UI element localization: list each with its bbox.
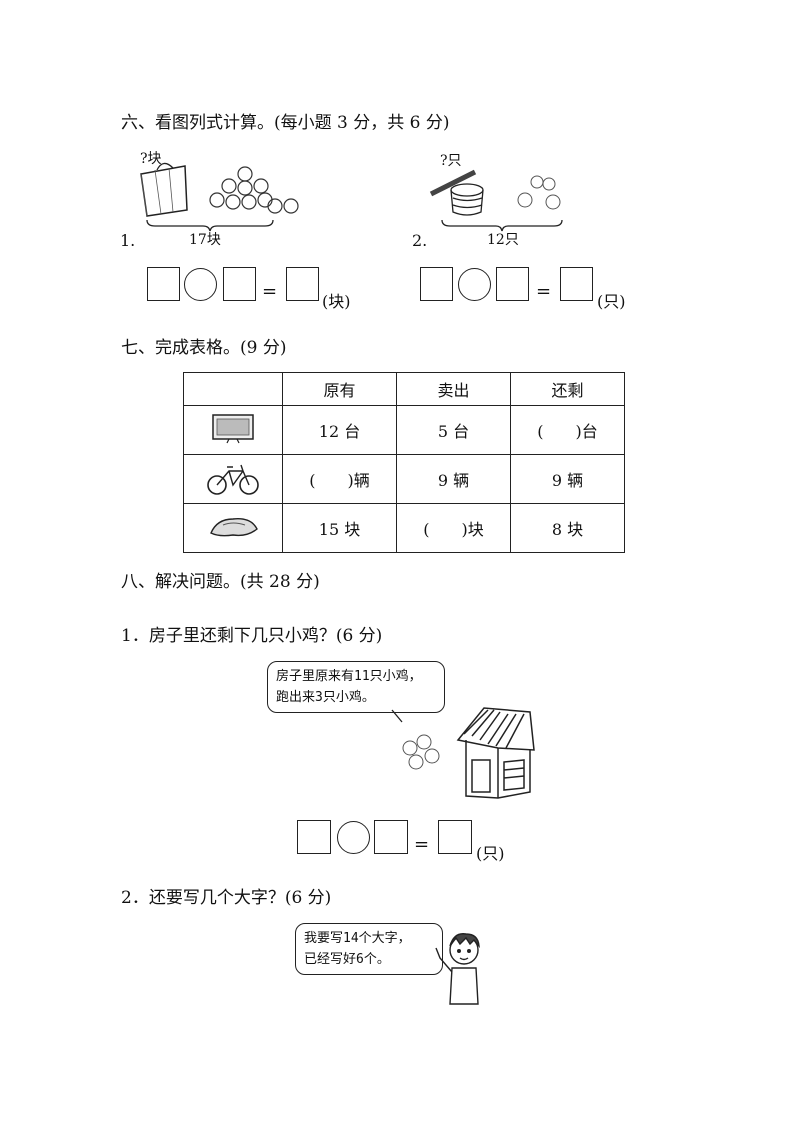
table-cell: 9 辆 bbox=[510, 454, 625, 504]
sales-table: 原有 卖出 还剩 12 台 5 台 ( )台 ( )辆 9 辆 9 辆 bbox=[183, 372, 625, 553]
house-and-chicks-illustration bbox=[391, 707, 535, 799]
q2-question-label: ?只 bbox=[440, 153, 462, 169]
q1-operator-circle[interactable] bbox=[184, 268, 217, 301]
problem-1-title: 1．房子里还剩下几只小鸡？(6 分) bbox=[121, 626, 383, 646]
q1-total-brace bbox=[146, 219, 274, 232]
q1-total-label: 17块 bbox=[189, 232, 221, 248]
q1-answer-box-1[interactable] bbox=[147, 267, 180, 301]
table-row: 15 块 ( )块 8 块 bbox=[183, 503, 625, 553]
section-6-heading: 六、看图列式计算。(每小题 3 分，共 6 分) bbox=[121, 113, 450, 133]
problem-1-result-box[interactable] bbox=[438, 820, 472, 854]
table-answer-cell[interactable]: ( )块 bbox=[396, 503, 511, 553]
q2-answer-box-1[interactable] bbox=[420, 267, 453, 301]
table-cell: 5 台 bbox=[396, 405, 511, 455]
candy-icon bbox=[209, 166, 299, 214]
q1-result-box[interactable] bbox=[286, 267, 319, 301]
table-header-cell: 卖出 bbox=[396, 372, 511, 406]
chick-icon bbox=[517, 175, 561, 210]
tv-icon bbox=[183, 405, 283, 455]
table-header-cell bbox=[183, 372, 283, 406]
q2-answer-box-2[interactable] bbox=[496, 267, 529, 301]
q2-number: 2. bbox=[412, 231, 428, 250]
table-cell: 12 台 bbox=[282, 405, 397, 455]
table-header-cell: 原有 bbox=[282, 372, 397, 406]
bubble-line: 我要写14个大字， bbox=[304, 931, 411, 946]
table-header-cell: 还剩 bbox=[510, 372, 625, 406]
bicycle-icon bbox=[183, 454, 283, 504]
bag-icon bbox=[140, 162, 188, 217]
q2-total-brace bbox=[441, 219, 563, 232]
boy-illustration bbox=[435, 933, 480, 1005]
q1-equals-sign: = bbox=[262, 281, 278, 302]
basket-and-chicks-illustration bbox=[429, 169, 561, 216]
q2-result-box[interactable] bbox=[560, 267, 593, 301]
problem-1-answer-box-2[interactable] bbox=[374, 820, 408, 854]
q2-unit: (只) bbox=[597, 292, 626, 311]
section-7-heading: 七、完成表格。(9 分) bbox=[121, 338, 287, 358]
basket-icon bbox=[429, 169, 484, 216]
q1-answer-box-2[interactable] bbox=[223, 267, 256, 301]
q2-equals-sign: = bbox=[536, 281, 552, 302]
problem-2-speech-bubble: 我要写14个大字， 已经写好6个。 bbox=[295, 923, 443, 975]
table-header-row: 原有 卖出 还剩 bbox=[183, 372, 625, 406]
table-answer-cell[interactable]: ( )台 bbox=[510, 405, 625, 455]
bubble-line: 跑出来3只小鸡。 bbox=[276, 690, 375, 705]
boy-icon bbox=[435, 933, 480, 1005]
bag-and-candies-illustration bbox=[140, 162, 299, 217]
problem-1-operator-circle[interactable] bbox=[337, 821, 370, 854]
table-cell: 8 块 bbox=[510, 503, 625, 553]
table-answer-cell[interactable]: ( )辆 bbox=[282, 454, 397, 504]
q1-number: 1. bbox=[120, 231, 136, 250]
problem-1-speech-bubble: 房子里原来有11只小鸡， 跑出来3只小鸡。 bbox=[267, 661, 445, 713]
problem-1-unit: (只) bbox=[476, 844, 505, 863]
q1-question-label: ?块 bbox=[140, 151, 162, 167]
bubble-line: 已经写好6个。 bbox=[304, 952, 390, 967]
q1-unit: (块) bbox=[322, 292, 351, 311]
problem-1-equals-sign: = bbox=[414, 834, 430, 855]
section-8-heading: 八、解决问题。(共 28 分) bbox=[121, 572, 320, 592]
problem-2-title: 2．还要写几个大字？(6 分) bbox=[121, 888, 332, 908]
table-cell: 9 辆 bbox=[396, 454, 511, 504]
table-row: 12 台 5 台 ( )台 bbox=[183, 405, 625, 455]
q2-total-label: 12只 bbox=[487, 232, 519, 248]
problem-1-answer-box-1[interactable] bbox=[297, 820, 331, 854]
cake-icon bbox=[183, 503, 283, 553]
table-row: ( )辆 9 辆 9 辆 bbox=[183, 454, 625, 504]
table-cell: 15 块 bbox=[282, 503, 397, 553]
house-icon bbox=[456, 707, 535, 799]
bubble-line: 房子里原来有11只小鸡， bbox=[276, 669, 422, 684]
chick-icon bbox=[402, 734, 440, 770]
q2-operator-circle[interactable] bbox=[458, 268, 491, 301]
